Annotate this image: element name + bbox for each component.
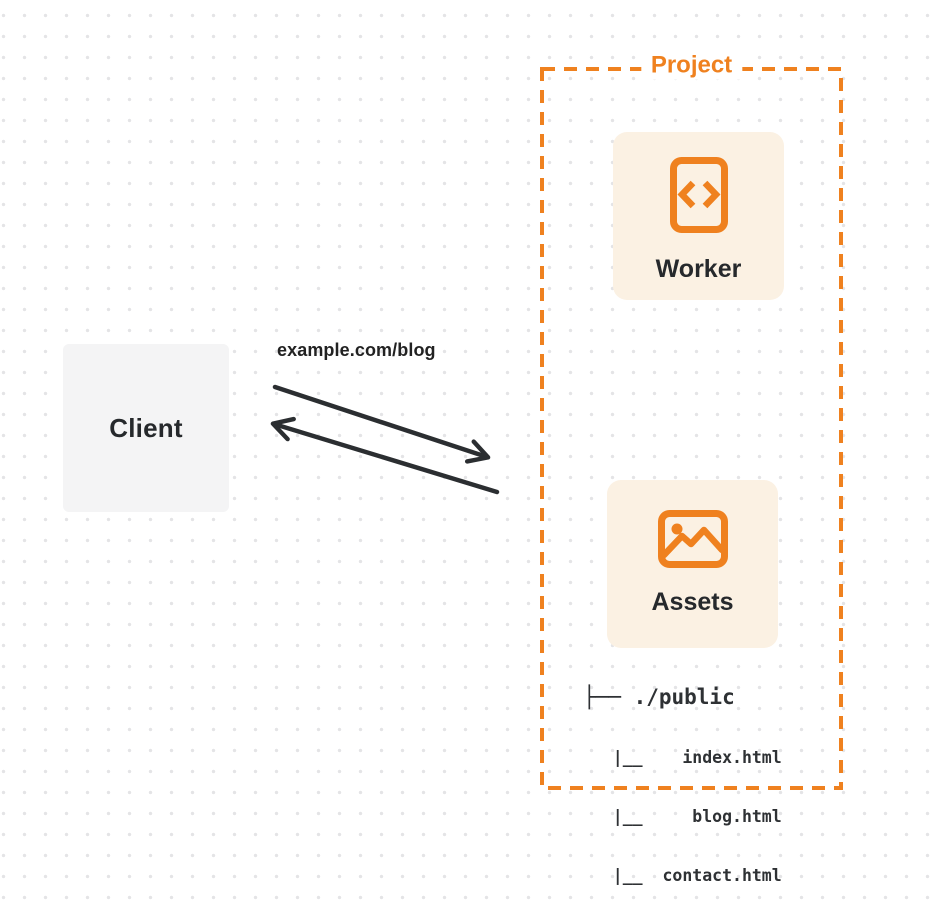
- code-file-icon: [669, 157, 728, 238]
- client-box: Client: [63, 344, 229, 512]
- file-tree: ├── ./public |__ index.html |__ blog.htm…: [583, 648, 782, 905]
- project-container: Project: [540, 51, 843, 790]
- client-label: Client: [109, 412, 183, 443]
- diagram-canvas: { "client": { "label": "Client" }, "requ…: [0, 0, 938, 885]
- file-tree-item: |__ blog.html: [583, 807, 782, 826]
- worker-card: Worker: [613, 132, 784, 300]
- file-tree-item: |__ contact.html: [583, 866, 782, 885]
- worker-label: Worker: [655, 255, 742, 283]
- request-arrow: [272, 384, 491, 464]
- assets-card: Assets: [607, 480, 778, 648]
- project-label: Project: [640, 51, 743, 80]
- request-url-label: example.com/blog: [277, 340, 436, 360]
- response-arrow: [270, 416, 500, 495]
- assets-label: Assets: [651, 588, 734, 616]
- file-tree-item: |__ index.html: [583, 748, 782, 767]
- project-dashed-border: [540, 67, 843, 790]
- file-tree-root: ├── ./public: [583, 685, 735, 709]
- image-icon: [657, 510, 728, 573]
